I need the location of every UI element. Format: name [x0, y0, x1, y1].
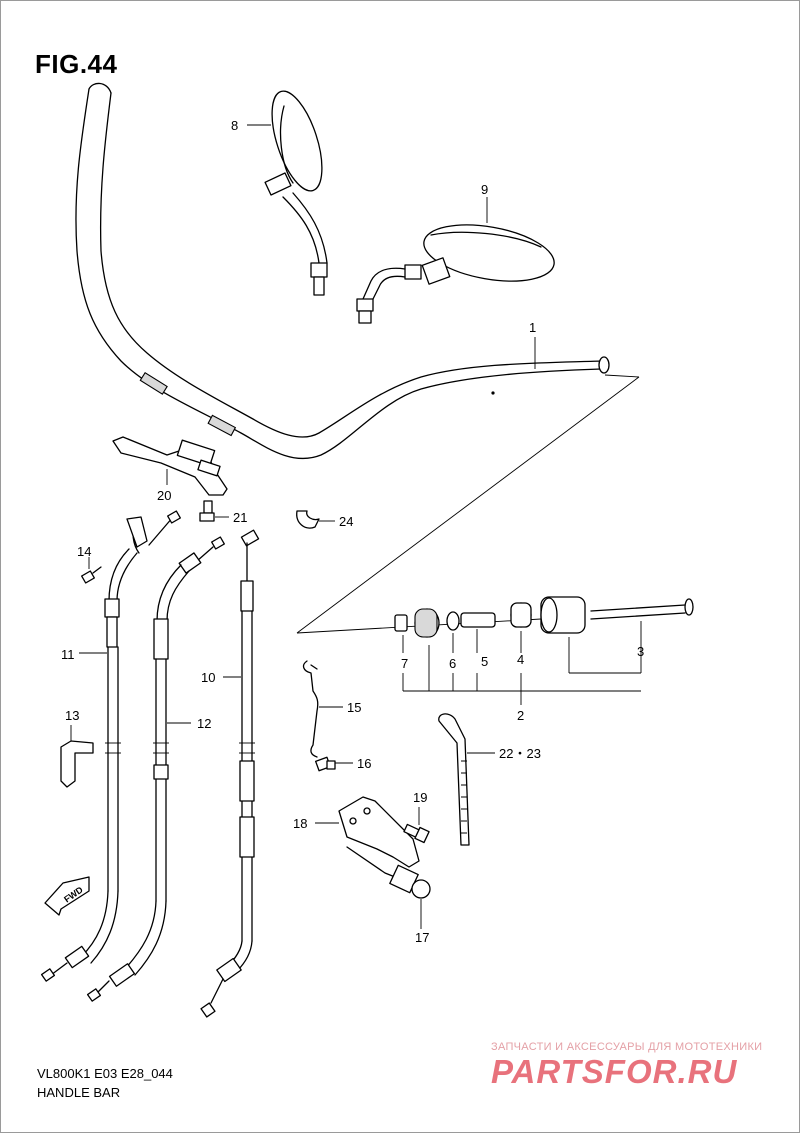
- callout-8: 8: [231, 118, 239, 133]
- figure-title: FIG.44: [35, 49, 118, 79]
- bracket-18: [338, 796, 431, 899]
- callout-13: 13: [65, 708, 80, 723]
- callout-20: 20: [157, 488, 172, 503]
- callout-22-23: 22・23: [499, 746, 541, 761]
- bolt-21: [199, 500, 215, 522]
- callout-14: 14: [77, 544, 92, 559]
- cable-12: [86, 536, 225, 1002]
- callout-12: 12: [197, 716, 212, 731]
- callout-1: 1: [529, 320, 537, 335]
- mirror-right: [356, 224, 555, 324]
- callout-9: 9: [481, 182, 489, 197]
- bolt-19: [403, 823, 430, 844]
- callout-24: 24: [339, 514, 354, 529]
- leader-lines: [70, 124, 536, 929]
- wire-clip-15: [302, 660, 319, 758]
- grip-parts: [394, 596, 694, 638]
- callout-17: 17: [415, 930, 430, 945]
- grip-leader-lines: [402, 621, 642, 705]
- mirror-left: [264, 90, 328, 296]
- watermark-logo: PARTSFOR.RU: [491, 1053, 738, 1090]
- callout-16: 16: [357, 756, 372, 771]
- callout-7: 7: [401, 656, 409, 671]
- callout-11: 11: [61, 647, 75, 662]
- callout-15: 15: [347, 700, 362, 715]
- handlebar: [75, 82, 610, 460]
- callout-19: 19: [413, 790, 428, 805]
- section-name: HANDLE BAR: [37, 1085, 121, 1100]
- clamp-24: [296, 510, 320, 529]
- callout-21: 21: [233, 510, 248, 525]
- callout-5: 5: [481, 654, 489, 669]
- model-code: VL800K1 E03 E28_044: [37, 1066, 173, 1081]
- callout-6: 6: [449, 656, 457, 671]
- cable-tie: [438, 713, 470, 846]
- bracket-20: [112, 436, 228, 496]
- callout-3: 3: [637, 644, 645, 659]
- callout-2: 2: [517, 708, 525, 723]
- callout-4: 4: [517, 652, 525, 667]
- watermark-tagline: ЗАПЧАСТИ И АКСЕССУАРЫ ДЛЯ МОТОТЕХНИКИ: [491, 1041, 763, 1053]
- cable-11: [40, 510, 181, 982]
- screw-14: [81, 566, 102, 584]
- callout-10: 10: [201, 670, 216, 685]
- fwd-arrow-icon: FWD: [44, 876, 90, 916]
- cable-10: [200, 529, 260, 1018]
- bracket-13: [60, 740, 94, 788]
- bolt-16: [315, 756, 336, 772]
- callout-18: 18: [293, 816, 308, 831]
